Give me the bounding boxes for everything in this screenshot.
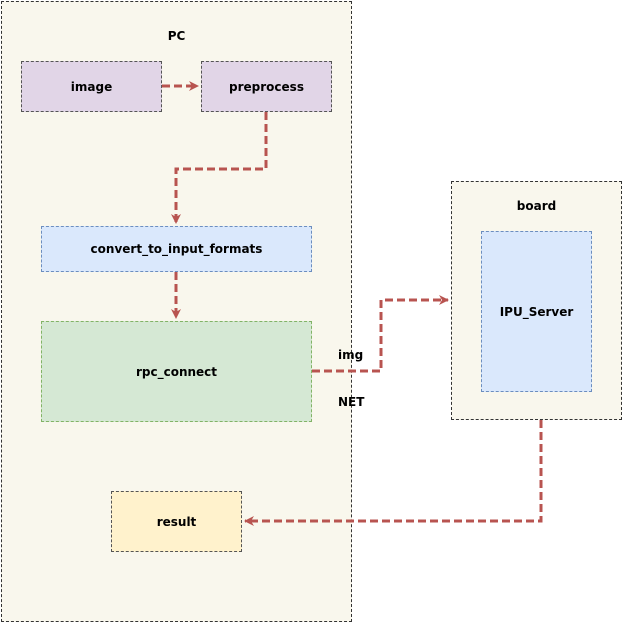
convert-to-input-formats-node: convert_to_input_formats <box>41 226 312 272</box>
net-label: NET <box>338 395 365 409</box>
ipu-server-node: IPU_Server <box>481 231 592 392</box>
img-label: img <box>338 348 364 362</box>
pc-title: PC <box>167 29 186 43</box>
rpc-connect-node: rpc_connect <box>41 321 312 422</box>
board-title: board <box>516 199 557 213</box>
preprocess-node: preprocess <box>201 61 332 112</box>
result-node: result <box>111 491 242 552</box>
image-node: image <box>21 61 162 112</box>
